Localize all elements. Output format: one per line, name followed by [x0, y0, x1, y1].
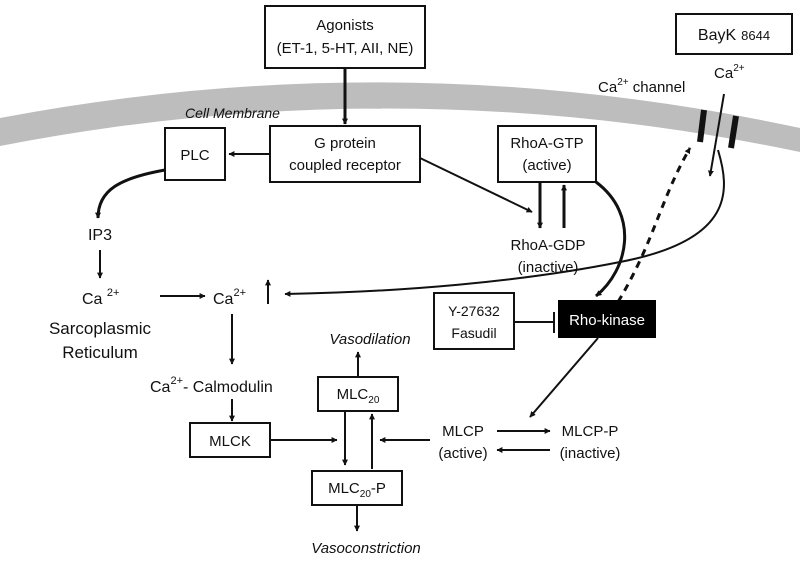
rhoa-gtp-line1: RhoA-GTP — [510, 135, 583, 152]
arrow-rho-kinase-mlcp — [529, 337, 599, 418]
agonists-list: (ET-1, 5-HT, AII, NE) — [277, 40, 414, 57]
agonists-box — [264, 5, 426, 69]
mlcp-line1: MLCP — [442, 423, 484, 440]
membrane-label: Cell Membrane — [185, 105, 280, 121]
ca-outside-sup: 2+ — [733, 63, 745, 74]
ca-channel-prefix: Ca — [598, 79, 618, 96]
ca-sr-sup: 2+ — [107, 287, 120, 299]
ca-sr-label: Ca 2+ — [82, 287, 119, 308]
vasoconstriction-label: Vasoconstriction — [311, 540, 421, 557]
inhibitor-line2: Fasudil — [451, 325, 496, 341]
mlcp-line2: (active) — [438, 445, 487, 462]
bayk-name: BayK — [698, 27, 737, 44]
mlc20p-sub: 20 — [360, 489, 372, 500]
inhibitor-line1: Y-27632 — [448, 303, 500, 319]
mlc20-box — [317, 376, 399, 412]
mlc20-sub: 20 — [368, 395, 380, 406]
rho-kinase-box — [558, 300, 656, 338]
mlcpp-line2: (inactive) — [560, 445, 621, 462]
mlck-box — [189, 422, 271, 458]
ca-channel-suffix: channel — [629, 79, 686, 96]
gpcr-line1: G protein — [314, 135, 376, 152]
arrow-rho-kinase-ca-channel — [616, 147, 692, 303]
calmodulin-suffix: - Calmodulin — [183, 379, 273, 396]
mlc20-base: MLC — [337, 386, 369, 403]
ca-cyto-base: Ca — [213, 291, 234, 308]
ca-cyto-sup: 2+ — [233, 287, 246, 299]
ca-outside-base: Ca — [714, 65, 734, 82]
inhibitor-box — [433, 292, 515, 350]
ip3-label: IP3 — [88, 227, 112, 244]
mlc20p-suffix: -P — [371, 480, 386, 497]
ca-cyto-label: Ca2+ — [213, 287, 246, 308]
agonists-title: Agonists — [316, 17, 374, 34]
arrow-plc-ip3 — [95, 168, 166, 219]
ca-outside-label: Ca2+ — [714, 63, 745, 82]
ca-channel-label: Ca2+ channel — [598, 77, 685, 96]
rhoa-gtp-box — [497, 125, 597, 183]
calmodulin-label: Ca2+- Calmodulin — [150, 375, 273, 396]
ca-sr-base: Ca — [82, 291, 107, 308]
bayk-num: 8644 — [741, 28, 770, 43]
arrow-rhoa-gtp-rho-kinase — [595, 180, 627, 298]
mlcpp-line1: MLCP-P — [562, 423, 619, 440]
rho-kinase-label: Rho-kinase — [569, 312, 645, 329]
cell-membrane-band — [0, 82, 800, 152]
rhoa-gtp-line2: (active) — [522, 157, 571, 174]
mlc20p-base: MLC — [328, 480, 360, 497]
bayk-box — [675, 13, 793, 55]
rhoa-gdp-line1: RhoA-GDP — [510, 237, 585, 254]
vasodilation-label: Vasodilation — [329, 331, 410, 348]
mlck-label: MLCK — [209, 433, 251, 450]
arrow-gpcr-rhoa-gdp — [419, 157, 533, 213]
ca-channel-bar-right — [728, 115, 739, 149]
bayk-label: BayK 8644 — [698, 27, 770, 44]
sarco-line1: Sarcoplasmic — [49, 319, 152, 338]
gpcr-line2: coupled receptor — [289, 157, 401, 174]
arrow-channel-ca-cyto — [284, 149, 725, 297]
calmodulin-sup: 2+ — [170, 375, 183, 387]
gpcr-box — [269, 125, 421, 183]
ca-channel-bar-left — [697, 109, 707, 143]
arrow-ca-influx — [707, 93, 725, 177]
plc-box — [164, 127, 226, 181]
sarco-line2: Reticulum — [62, 343, 138, 362]
ca-channel-sup: 2+ — [617, 77, 629, 88]
plc-label: PLC — [180, 147, 209, 164]
calmodulin-base: Ca — [150, 379, 171, 396]
mlc20p-label: MLC20-P — [328, 480, 386, 500]
mlc20-label: MLC20 — [337, 386, 380, 406]
